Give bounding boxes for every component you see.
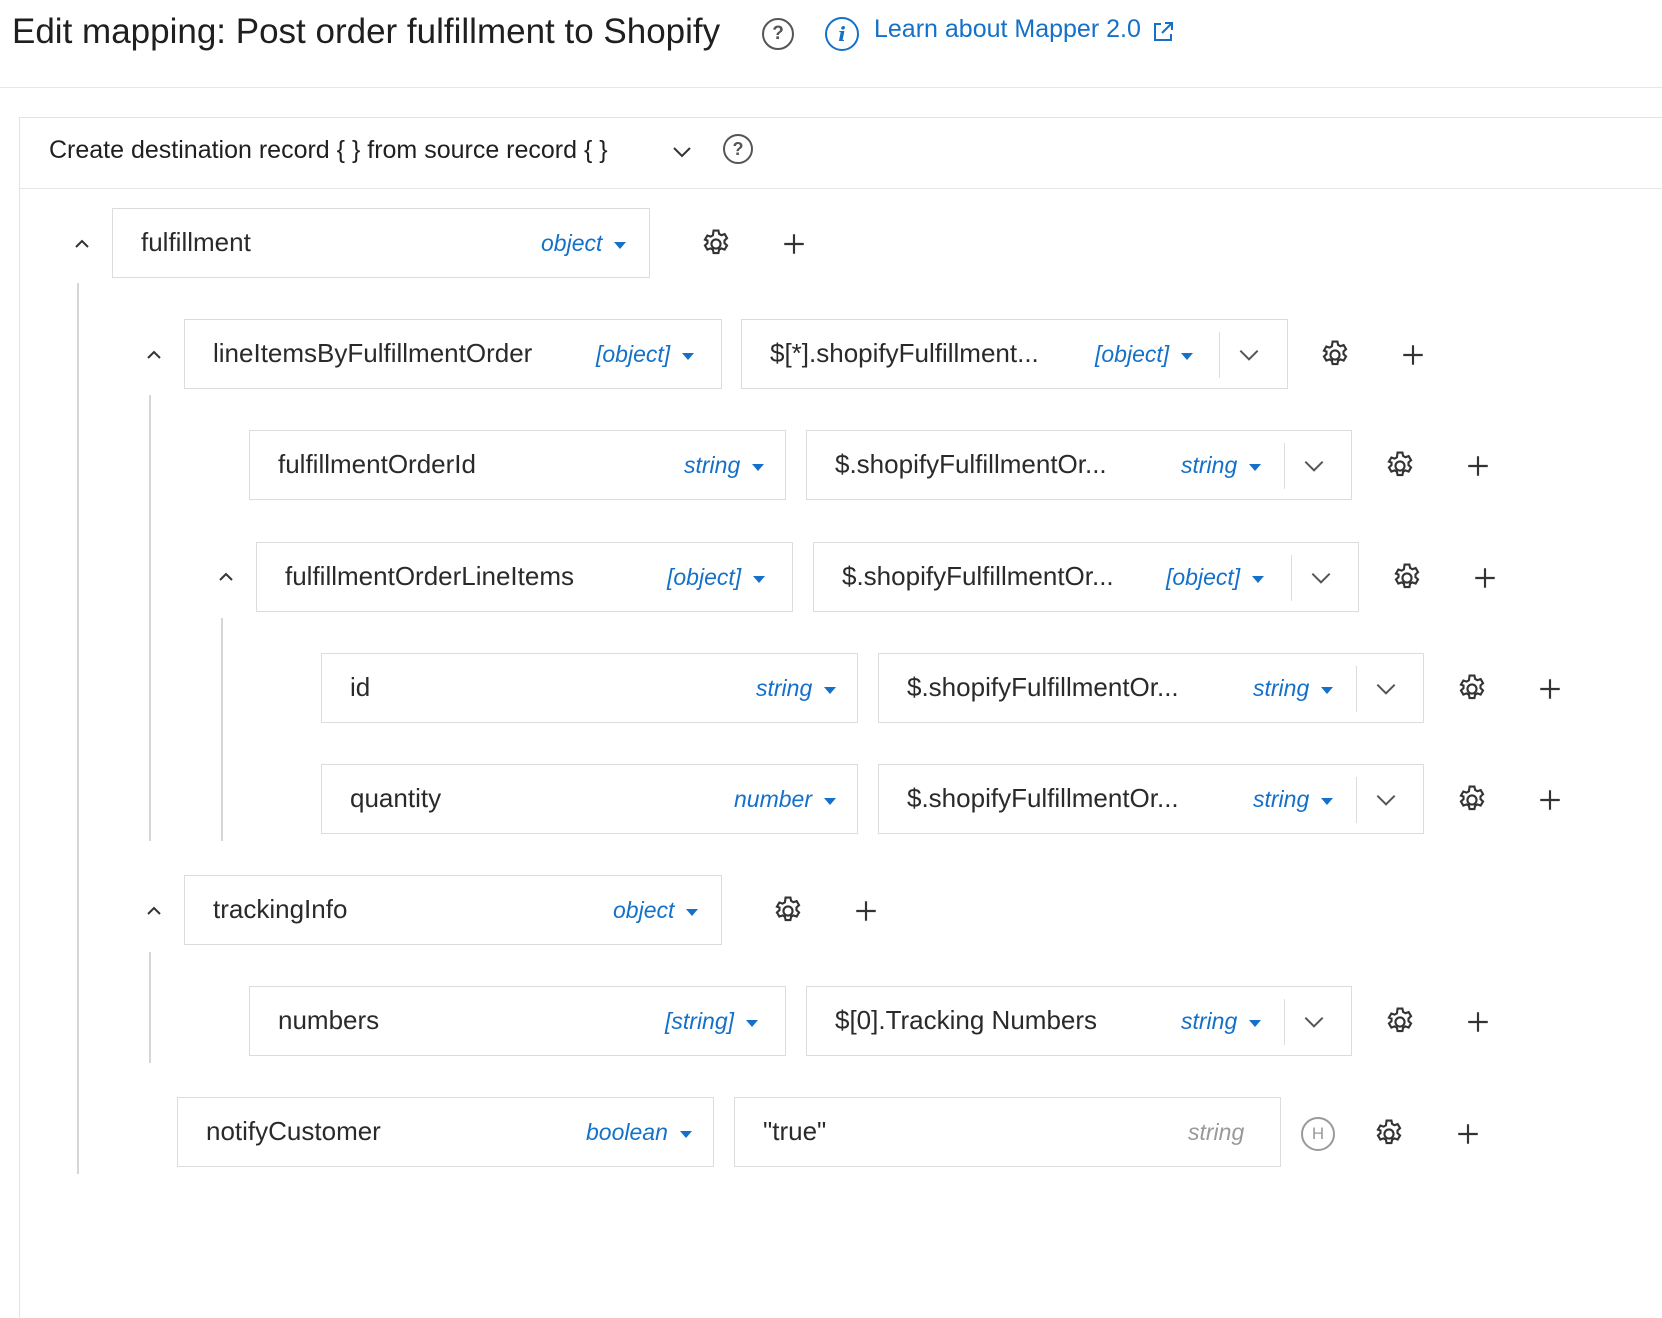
plus-icon[interactable] xyxy=(1400,342,1426,368)
source-type-dropdown[interactable]: string xyxy=(1181,1008,1262,1035)
field-type-dropdown[interactable]: [object] xyxy=(596,341,695,368)
source-path: $.shopifyFulfillmentOr... xyxy=(842,561,1114,591)
destination-field-quantity[interactable]: quantity number xyxy=(321,764,858,834)
destination-field-fulfillment[interactable]: fulfillment object xyxy=(112,208,650,278)
field-name: notifyCustomer xyxy=(206,1116,381,1146)
gear-icon[interactable] xyxy=(1455,783,1489,817)
tree-line xyxy=(221,618,223,841)
record-mapping-label: Create destination record { } from sourc… xyxy=(49,136,608,164)
source-path: $[0].Tracking Numbers xyxy=(835,1005,1098,1035)
plus-icon[interactable] xyxy=(1537,787,1563,813)
field-type-dropdown[interactable]: object xyxy=(613,897,699,924)
source-type-dropdown[interactable]: [object] xyxy=(1166,564,1265,591)
field-type-dropdown[interactable]: boolean xyxy=(586,1119,692,1146)
plus-icon[interactable] xyxy=(781,231,807,257)
field-name: id xyxy=(350,672,371,702)
field-type-dropdown[interactable]: string xyxy=(756,675,837,702)
chevron-down-icon[interactable] xyxy=(1301,453,1327,479)
destination-field-fulfillmentOrderId[interactable]: fulfillmentOrderId string xyxy=(249,430,786,500)
chevron-down-icon[interactable] xyxy=(1308,565,1334,591)
tree-line xyxy=(77,283,79,1174)
gear-icon[interactable] xyxy=(771,894,805,928)
field-type-dropdown[interactable]: [object] xyxy=(667,564,766,591)
field-name: fulfillment xyxy=(141,227,251,257)
chevron-down-icon[interactable] xyxy=(1301,1009,1327,1035)
source-path: $.shopifyFulfillmentOr... xyxy=(907,672,1179,702)
divider xyxy=(1284,443,1285,489)
source-type-label: string xyxy=(1188,1119,1245,1145)
learn-mapper-link[interactable]: Learn about Mapper 2.0 xyxy=(874,15,1141,43)
source-type-dropdown[interactable]: string xyxy=(1253,675,1334,702)
question-circle-icon[interactable]: ? xyxy=(723,134,753,164)
destination-field-lineItemsByFulfillmentOrder[interactable]: lineItemsByFulfillmentOrder [object] xyxy=(184,319,722,389)
gear-icon[interactable] xyxy=(699,227,733,261)
tree-line xyxy=(149,395,151,841)
field-name: trackingInfo xyxy=(213,894,348,924)
plus-icon[interactable] xyxy=(1455,1121,1481,1147)
gear-icon[interactable] xyxy=(1390,561,1424,595)
field-name: fulfillmentOrderLineItems xyxy=(285,561,574,591)
divider xyxy=(1356,666,1357,712)
mapping-panel: Create destination record { } from sourc… xyxy=(19,117,1662,1318)
page-header: Edit mapping: Post order fulfillment to … xyxy=(0,0,1662,88)
plus-icon[interactable] xyxy=(853,898,879,924)
tree-line xyxy=(149,952,151,1063)
chevron-down-icon[interactable] xyxy=(1236,342,1262,368)
chevron-up-icon[interactable] xyxy=(142,343,166,367)
destination-field-id[interactable]: id string xyxy=(321,653,858,723)
hardcoded-badge: H xyxy=(1301,1117,1335,1151)
source-field[interactable]: $.shopifyFulfillmentOr... string xyxy=(878,653,1424,723)
field-type-dropdown[interactable]: object xyxy=(541,230,627,257)
question-circle-icon[interactable]: ? xyxy=(762,18,794,50)
chevron-up-icon[interactable] xyxy=(70,232,94,256)
plus-icon[interactable] xyxy=(1465,453,1491,479)
source-path: $[*].shopifyFulfillment... xyxy=(770,338,1039,368)
gear-icon[interactable] xyxy=(1318,338,1352,372)
source-type-dropdown[interactable]: string xyxy=(1181,452,1262,479)
field-type-dropdown[interactable]: number xyxy=(734,786,836,813)
source-field[interactable]: $.shopifyFulfillmentOr... string xyxy=(878,764,1424,834)
info-circle-icon: i xyxy=(825,17,859,51)
destination-field-trackingInfo[interactable]: trackingInfo object xyxy=(184,875,722,945)
chevron-down-icon[interactable] xyxy=(1373,787,1399,813)
chevron-up-icon[interactable] xyxy=(214,565,238,589)
hardcoded-value: "true" xyxy=(763,1116,827,1146)
plus-icon[interactable] xyxy=(1537,676,1563,702)
source-field[interactable]: $[*].shopifyFulfillment... [object] xyxy=(741,319,1288,389)
source-path: $.shopifyFulfillmentOr... xyxy=(907,783,1179,813)
plus-icon[interactable] xyxy=(1472,565,1498,591)
divider xyxy=(1291,555,1292,601)
page-title: Edit mapping: Post order fulfillment to … xyxy=(12,12,721,51)
destination-field-fulfillmentOrderLineItems[interactable]: fulfillmentOrderLineItems [object] xyxy=(256,542,793,612)
panel-header: Create destination record { } from sourc… xyxy=(20,118,1662,189)
gear-icon[interactable] xyxy=(1455,672,1489,706)
source-field[interactable]: $.shopifyFulfillmentOr... string xyxy=(806,430,1352,500)
external-link-icon[interactable] xyxy=(1151,20,1175,44)
hardcoded-value-field[interactable]: "true" string xyxy=(734,1097,1281,1167)
divider xyxy=(1356,777,1357,823)
divider xyxy=(1219,332,1220,378)
plus-icon[interactable] xyxy=(1465,1009,1491,1035)
gear-icon[interactable] xyxy=(1383,449,1417,483)
chevron-down-icon[interactable] xyxy=(670,140,694,164)
field-name: lineItemsByFulfillmentOrder xyxy=(213,338,533,368)
field-type-dropdown[interactable]: [string] xyxy=(665,1008,759,1035)
field-type-dropdown[interactable]: string xyxy=(684,452,765,479)
source-type-dropdown[interactable]: string xyxy=(1253,786,1334,813)
field-name: numbers xyxy=(278,1005,380,1035)
destination-field-numbers[interactable]: numbers [string] xyxy=(249,986,786,1056)
source-field[interactable]: $.shopifyFulfillmentOr... [object] xyxy=(813,542,1359,612)
gear-icon[interactable] xyxy=(1383,1005,1417,1039)
chevron-up-icon[interactable] xyxy=(142,899,166,923)
divider xyxy=(1284,999,1285,1045)
field-name: fulfillmentOrderId xyxy=(278,449,476,479)
source-path: $.shopifyFulfillmentOr... xyxy=(835,449,1107,479)
field-name: quantity xyxy=(350,783,442,813)
gear-icon[interactable] xyxy=(1372,1117,1406,1151)
chevron-down-icon[interactable] xyxy=(1373,676,1399,702)
destination-field-notifyCustomer[interactable]: notifyCustomer boolean xyxy=(177,1097,714,1167)
source-field[interactable]: $[0].Tracking Numbers string xyxy=(806,986,1352,1056)
source-type-dropdown[interactable]: [object] xyxy=(1095,341,1194,368)
